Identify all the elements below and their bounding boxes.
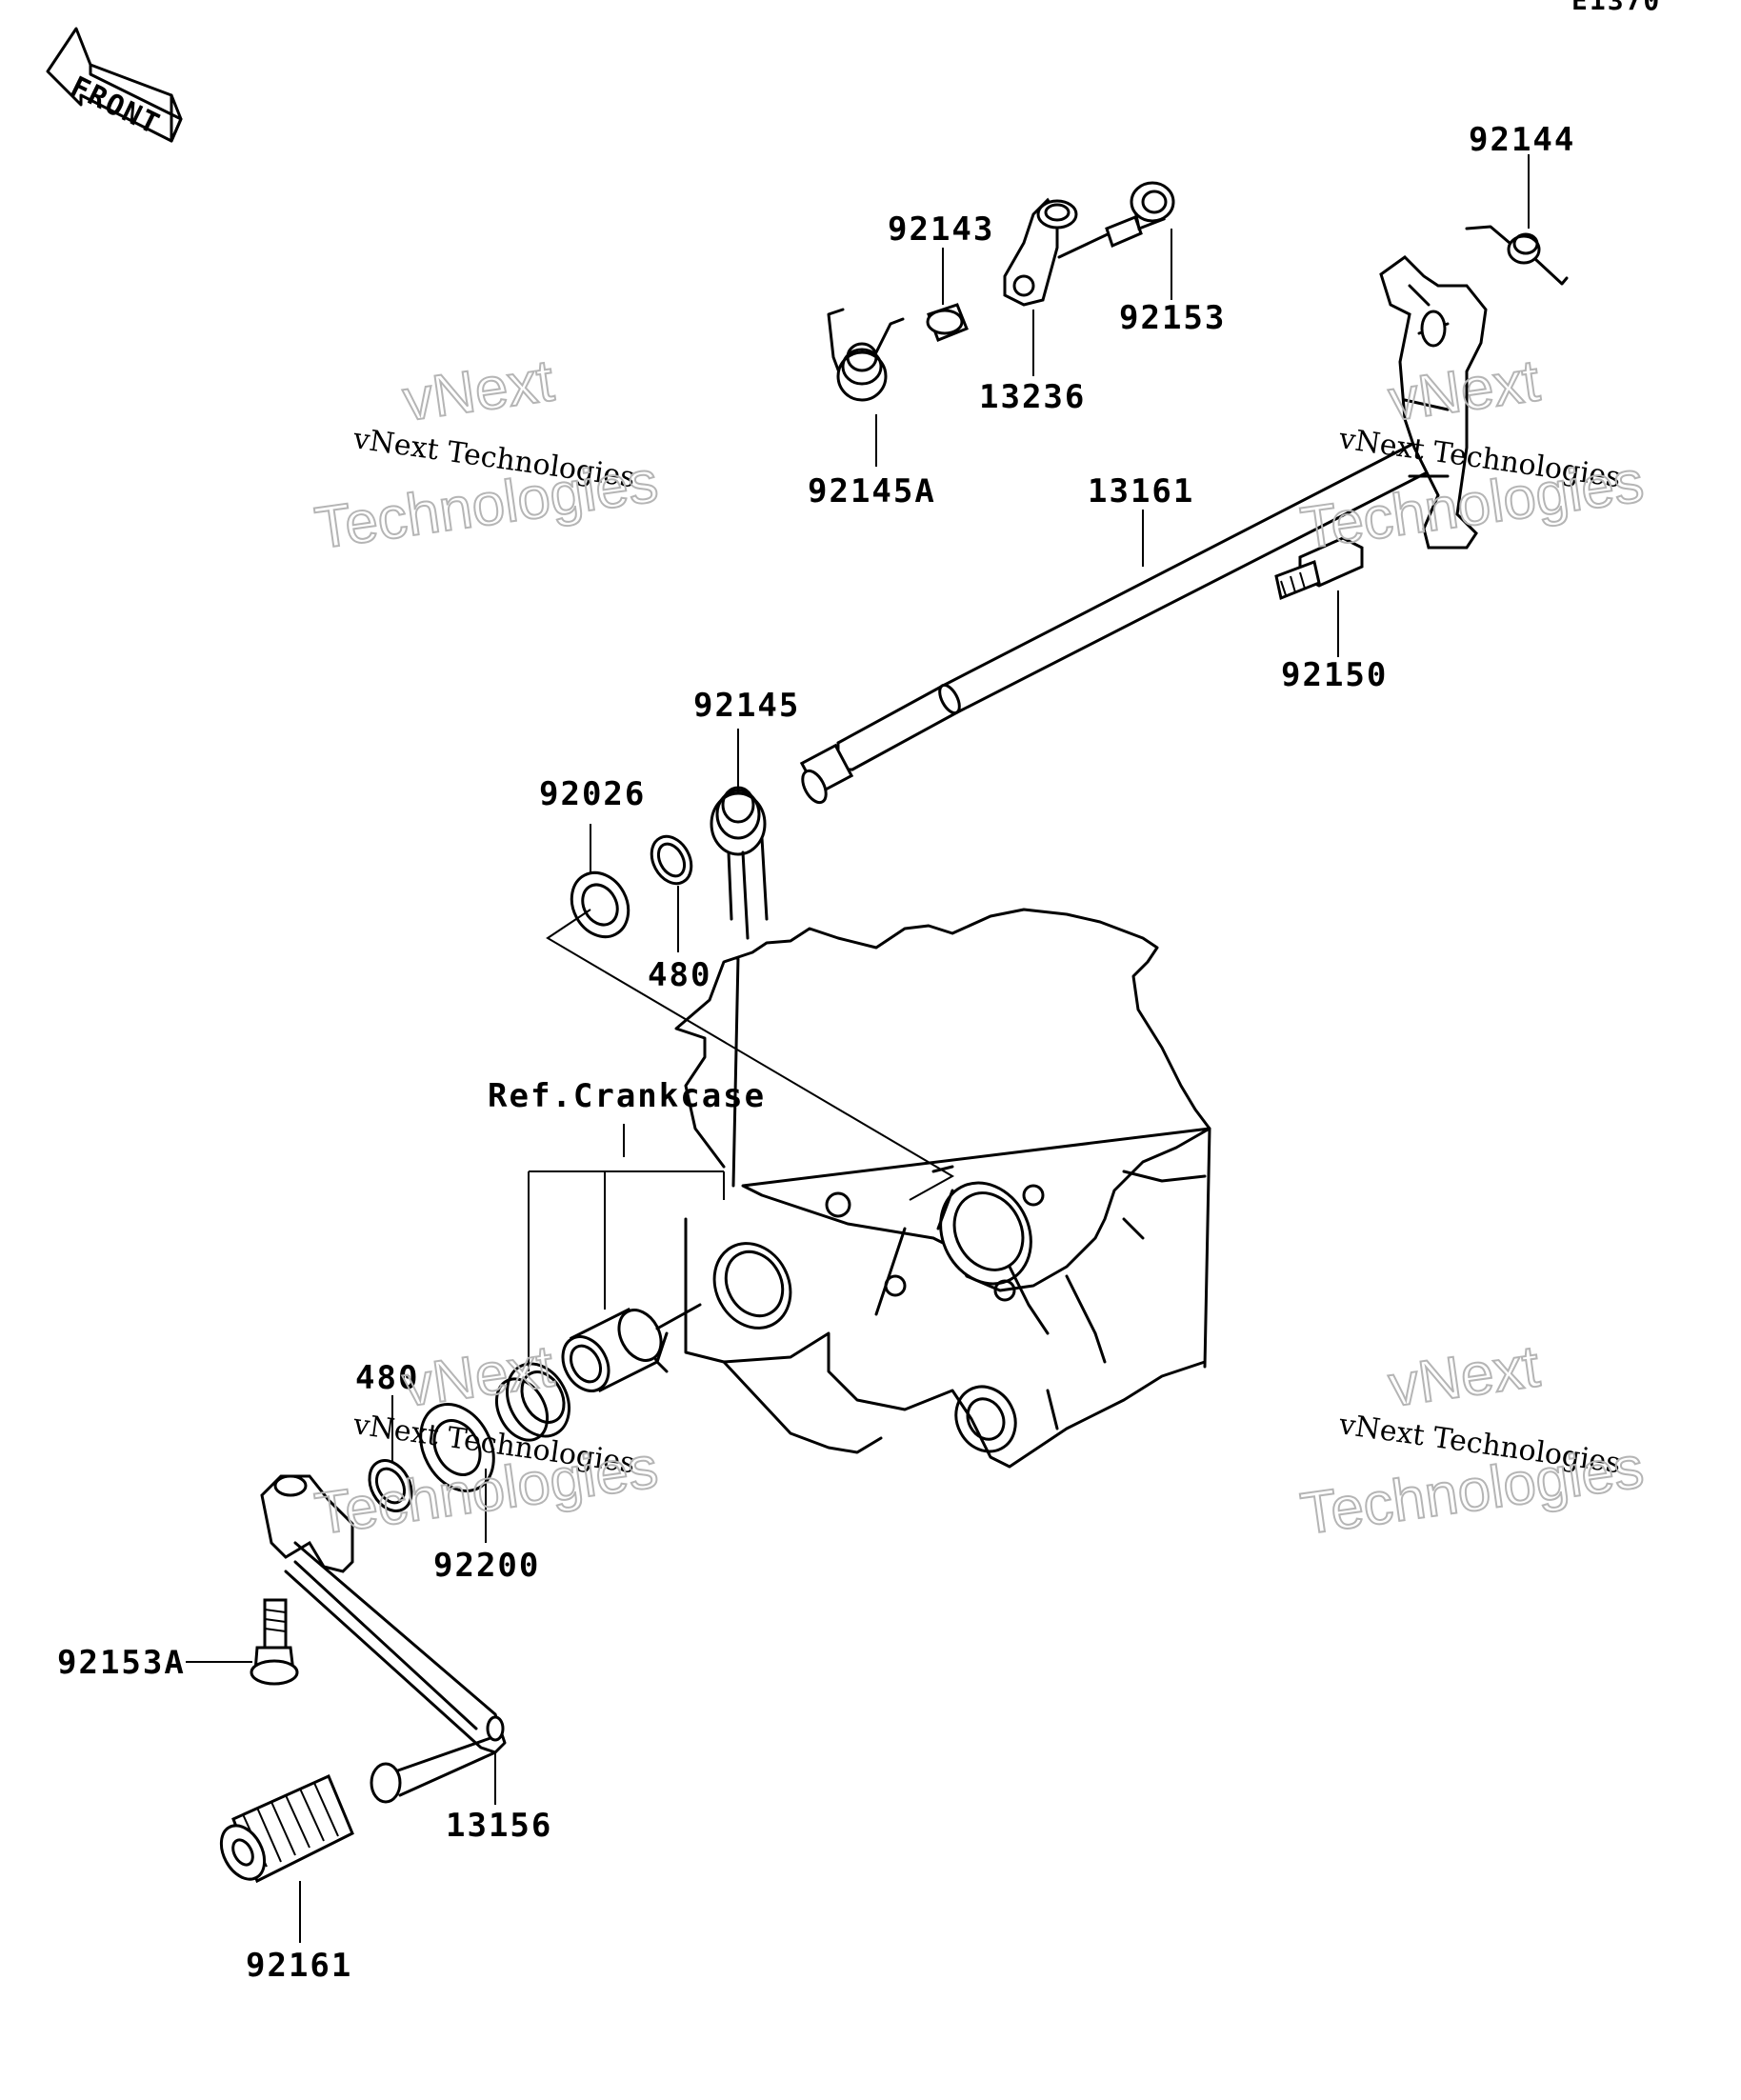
circlip-480-lower [368,1459,413,1512]
label-92145A: 92145A [808,472,936,510]
spring-92145 [710,786,769,940]
collar-92143 [926,303,969,342]
label-92153A: 92153A [57,1644,186,1682]
label-92026: 92026 [539,775,646,813]
diagram-code: E1370 [1571,0,1661,16]
rubber-92161 [219,1773,354,1884]
needle-bearing [561,1303,702,1392]
oil-seal [494,1362,570,1442]
watermark-4: vNext Technologies vNext Technologies [1296,1332,1649,1549]
label-92144: 92144 [1469,121,1575,159]
label-92161: 92161 [246,1947,352,1985]
spring-92145A [827,308,905,402]
washer-92026 [570,870,630,939]
label-92200: 92200 [433,1547,540,1585]
link-plate-13236 [1003,197,1078,307]
washer-92200 [419,1403,495,1492]
watermark-1: vNext Technologies vNext Technologies [310,347,663,563]
stud-92150 [1274,536,1364,601]
shift-pedal-13156 [260,1474,507,1804]
front-arrow-icon: FRONT [46,27,183,143]
label-480-lower: 480 [355,1359,419,1397]
watermark-2: vNext Technologies vNext Technologies [1296,347,1649,563]
label-480-upper: 480 [648,956,711,994]
label-13236: 13236 [979,378,1086,416]
front-label: FRONT [65,70,166,142]
shift-shaft [799,255,1488,805]
crankcase-bores [655,1127,1211,1469]
label-92143: 92143 [888,210,994,249]
part-labels: 92144 92143 92153 13236 92145A 13161 921… [57,121,1575,1985]
leader-lines [186,154,1530,1943]
watermark-big-line1: vNext [399,348,558,433]
label-13161: 13161 [1088,472,1194,510]
label-92145: 92145 [693,687,800,725]
spring-92144 [1465,225,1569,286]
bolt-92153A [250,1598,299,1686]
bolt-92153 [1057,181,1175,259]
label-92150: 92150 [1281,656,1388,694]
label-ref-crankcase: Ref.Crankcase [488,1077,766,1115]
watermark-big-line1: vNext [1385,1333,1544,1419]
label-92153: 92153 [1119,299,1226,337]
label-13156: 13156 [446,1807,552,1845]
circlip-480-upper [650,834,693,886]
